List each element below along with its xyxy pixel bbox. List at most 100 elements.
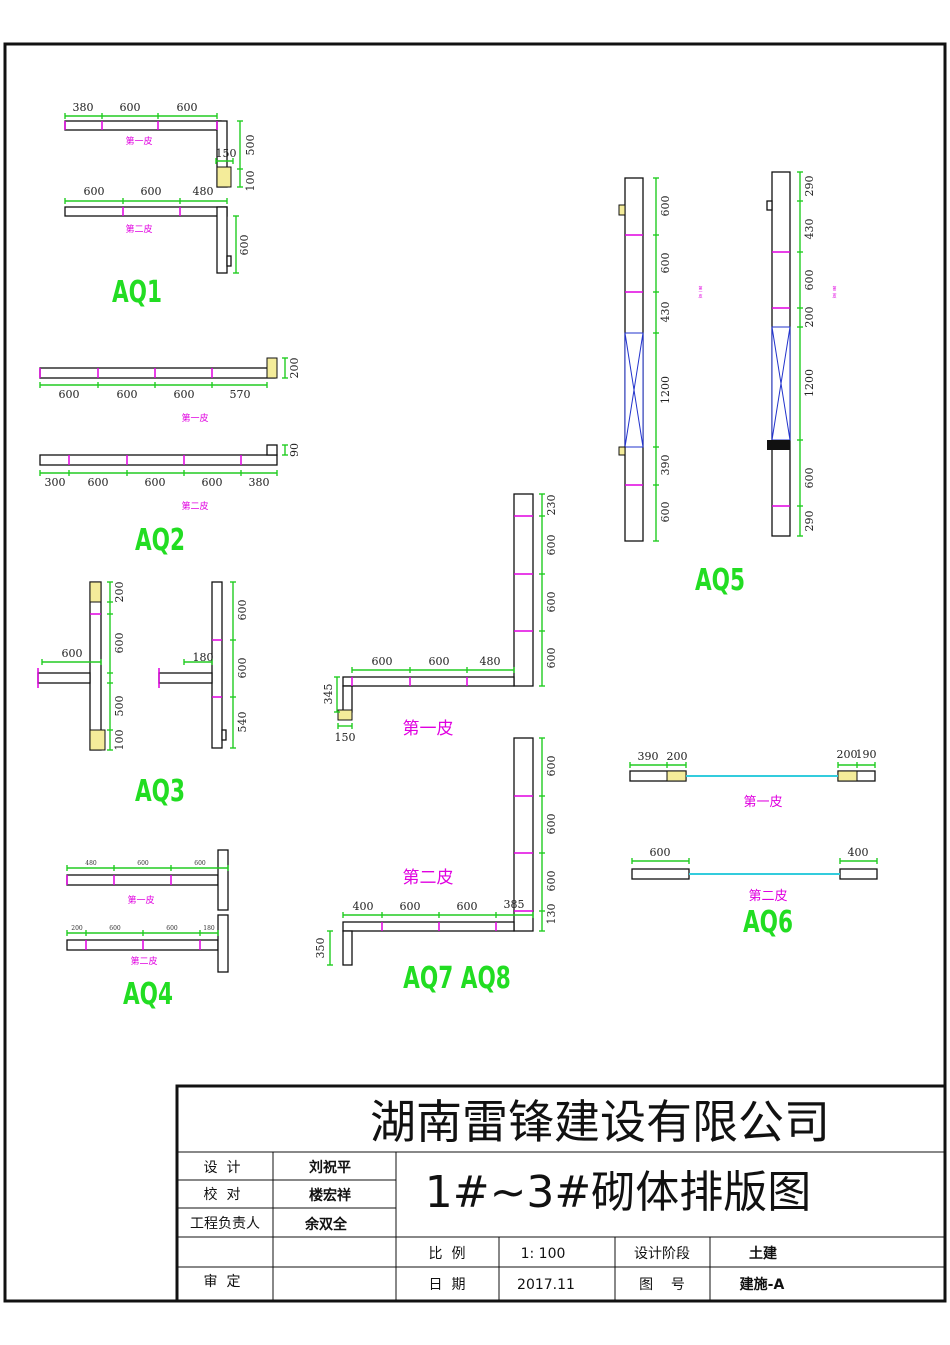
dimension-value: 600 [803,270,816,291]
number-label: 图 号 [639,1277,685,1293]
dimension-value: 190 [856,748,877,761]
scale-label: 比 例 [429,1246,466,1262]
dimension-value: 150 [216,147,237,160]
dimension-value: 400 [848,846,869,859]
dimension-value: 380 [249,476,270,489]
manager-name: 余双全 [304,1216,348,1233]
wall-tag: AQ1 [112,276,162,310]
wall-tag: AQ3 [135,775,185,809]
dimension-value: 600 [113,633,126,654]
design-label: 设 计 [204,1160,241,1176]
dimension-value: 600 [545,756,558,777]
dimension-value: 500 [113,696,126,717]
dimension-lines [39,113,878,966]
stage-label: 设计阶段 [634,1246,690,1262]
aq3-drawing [37,581,227,751]
dimension-value: 180 [203,925,215,932]
dimension-value: 600 [803,468,816,489]
dimension-value: 600 [166,925,178,932]
course-label: 第二皮 [833,285,838,299]
wall-tag: AQ2 [135,524,185,558]
aq6-drawing [629,770,878,880]
aq1-drawing [64,120,232,274]
dimension-value: 600 [545,871,558,892]
stage-value: 土建 [749,1245,777,1262]
check-label: 校 对 [204,1186,241,1203]
dimension-value: 600 [545,814,558,835]
dimension-value: 600 [545,535,558,556]
dimension-value: 290 [803,176,816,197]
dimension-value: 380 [73,101,94,114]
date-value: 2017.11 [517,1277,575,1293]
dimension-value: 200 [113,582,126,603]
dimension-value: 400 [353,900,374,913]
dimension-value: 570 [230,388,251,401]
dimension-value: 600 [545,648,558,669]
wall-tag: AQ5 [695,564,745,598]
dimension-value: 130 [545,904,558,925]
dimension-value: 200 [837,748,858,761]
wall-tag: AQ6 [743,906,793,940]
dimension-value: 1200 [803,369,816,397]
dimension-value: 600 [194,860,206,867]
dimension-value: 600 [457,900,478,913]
dimension-value: 180 [193,651,214,664]
dimension-value: 600 [236,658,249,679]
dimension-value: 430 [659,302,672,323]
course-label: 第一皮 [127,894,154,906]
dimension-value: 600 [659,196,672,217]
course-label: 第二皮 [130,955,157,967]
dimension-value: 500 [244,135,257,156]
check-name: 楼宏祥 [309,1187,351,1204]
dimension-value: 350 [314,938,327,959]
dimension-value: 200 [667,750,688,763]
dimension-value: 600 [177,101,198,114]
dimension-value: 150 [335,731,356,744]
dimension-value: 300 [45,476,66,489]
number-value: 建施-A [740,1276,785,1293]
dimension-value: 600 [62,647,83,660]
dimension-value: 540 [236,712,249,733]
wall-tag: AQ7 AQ8 [403,962,511,996]
dimension-value: 600 [202,476,223,489]
course-label: 第二皮 [125,223,152,235]
dimension-value: 600 [174,388,195,401]
dimension-value: 200 [288,358,301,379]
dimension-value: 385 [504,898,525,911]
dimension-value: 600 [141,185,162,198]
dimension-value: 600 [400,900,421,913]
aq5-drawing [618,171,791,542]
dimension-value: 480 [193,185,214,198]
dimension-value: 290 [803,511,816,532]
manager-label: 工程负责人 [190,1216,260,1232]
approve-label: 审 定 [204,1274,241,1290]
dimension-value: 600 [236,600,249,621]
company-name: 湖南雷锋建设有限公司 [370,1095,830,1149]
course-label: 第一皮 [743,795,782,810]
dimension-value: 600 [137,860,149,867]
wall-tag: AQ4 [123,978,173,1012]
dimension-value: 200 [803,307,816,328]
dimension-value: 1200 [659,376,672,404]
course-label: 第二皮 [181,500,208,512]
dimension-value: 600 [109,925,121,932]
dimension-value: 600 [429,655,450,668]
aq7-aq8-drawing [337,493,534,966]
dimension-value: 600 [659,502,672,523]
dimension-value: 430 [803,219,816,240]
design-name: 刘祝平 [309,1159,351,1176]
dimension-value: 480 [480,655,501,668]
dimension-value: 600 [650,846,671,859]
course-label: 第二皮 [748,889,787,904]
aq4-drawing [66,849,229,973]
dimension-value: 200 [71,925,83,932]
title-block: 湖南雷锋建设有限公司 1#~3#砌体排版图 设 计 刘祝平 校 对 楼宏祥 工程… [175,1084,947,1303]
dimension-value: 345 [322,684,335,705]
dimension-value: 600 [120,101,141,114]
dimension-value: 600 [545,592,558,613]
dimension-value: 600 [88,476,109,489]
dimension-value: 600 [372,655,393,668]
dimension-value: 230 [545,495,558,516]
